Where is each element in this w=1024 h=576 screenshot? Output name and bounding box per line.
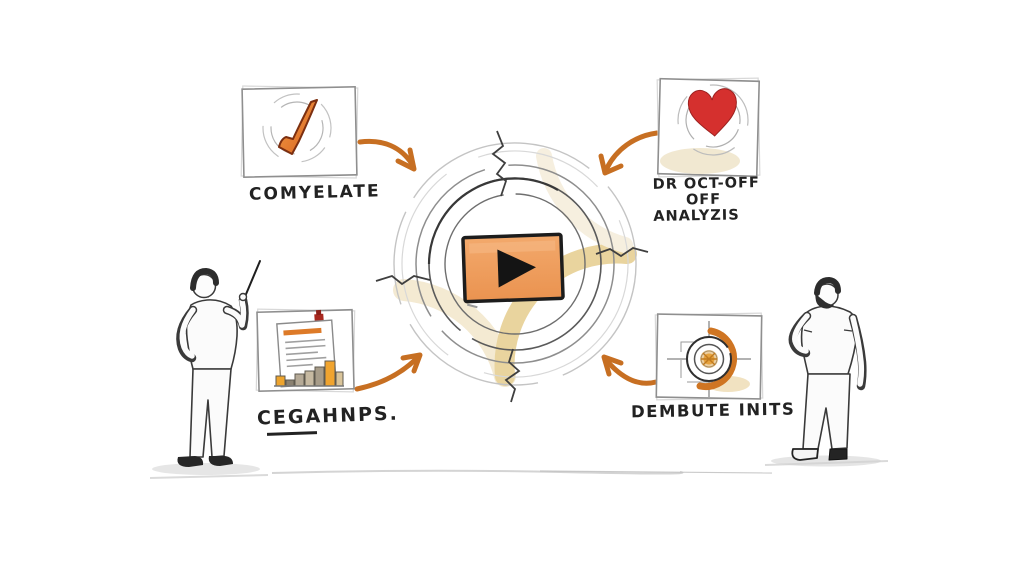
play-triangle	[497, 249, 536, 288]
tick-bottom	[504, 348, 521, 403]
figure-presenter-left	[176, 260, 261, 467]
node-bottom-right	[654, 312, 764, 401]
label-line-1: DR OCT-OFF	[652, 175, 760, 193]
target-icon	[667, 321, 751, 397]
tick-left	[375, 274, 431, 286]
play-button-icon	[461, 232, 565, 309]
left-figure-shadow	[152, 463, 260, 475]
checkmark-icon	[278, 99, 318, 155]
label-line-2: OFF	[685, 191, 722, 209]
ground-line	[149, 455, 889, 479]
presenter-shoe-right	[208, 456, 233, 466]
arrow-bottom-right	[601, 354, 659, 386]
bar-chart-bars	[274, 360, 344, 387]
heart-icon	[687, 88, 737, 137]
figure-observer-right	[788, 277, 867, 461]
arrow-top-right	[598, 130, 660, 176]
label-top-right-node: DR OCT-OFF OFF ANALYZIS	[653, 175, 761, 225]
presenter-hair	[190, 268, 219, 291]
observer-shoe-left	[791, 448, 819, 461]
observer-hair	[814, 277, 841, 296]
arrow-bottom-left	[354, 352, 423, 392]
arrow-top-left	[357, 138, 417, 172]
node-bottom-left	[255, 308, 356, 393]
pointer-stick	[243, 260, 261, 300]
label-bottom-right-node: DEMBUTE INITS	[630, 399, 796, 422]
node-top-right	[656, 77, 761, 178]
presenter-shoe-left	[177, 456, 204, 467]
tick-right	[595, 247, 649, 258]
observer-beard	[815, 294, 834, 309]
tick-top	[491, 130, 508, 197]
label-top-left-node: COMYELATE	[248, 181, 381, 205]
flow-arrows	[354, 130, 660, 392]
node-top-left	[240, 85, 359, 179]
label-line-3: ANALYZIS	[653, 207, 740, 225]
observer-shoe-right	[828, 448, 848, 461]
